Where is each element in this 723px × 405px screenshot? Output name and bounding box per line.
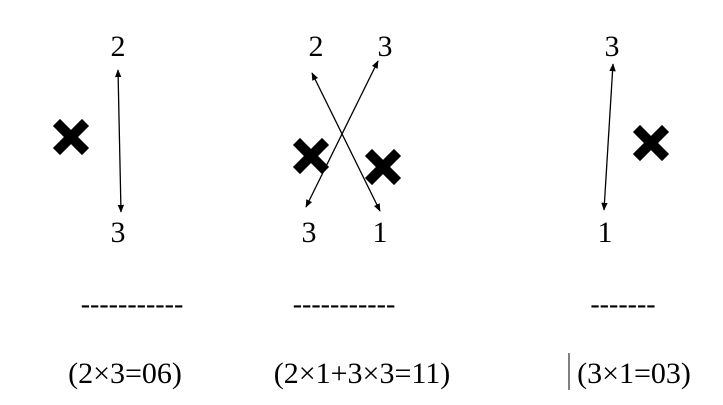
group-3-separator: ------- [590, 289, 655, 320]
cross-mark-icon [640, 132, 662, 154]
group-2-separator: ----------- [293, 289, 396, 320]
group-1: 2 3 ----------- (2×3=06) [60, 30, 183, 390]
group-1-separator: ----------- [81, 289, 184, 320]
group-3-equation: (3×1=03) [577, 357, 691, 390]
group-3-vertical-arrow [601, 63, 616, 211]
group-3-bottom-digit: 1 [598, 216, 613, 249]
cross-mark-icon [60, 126, 82, 148]
group-2-top-digit-right: 3 [378, 30, 393, 63]
cross-mark-icon [372, 156, 394, 178]
group-1-equation: (2×3=06) [68, 357, 182, 390]
group-1-top-digit: 2 [111, 30, 126, 63]
group-2: 2 3 3 1 ----------- (2×1+3×3=11) [274, 30, 451, 390]
cross-mark-icon [300, 145, 322, 167]
group-2-top-digit-left: 2 [309, 30, 324, 63]
group-2-bottom-digit-right: 1 [373, 216, 388, 249]
group-1-vertical-arrow [114, 69, 125, 213]
group-3-top-digit: 3 [605, 30, 620, 63]
group-2-bottom-digit-left: 3 [302, 216, 317, 249]
group-3: 3 1 ------- (3×1=03) [568, 30, 691, 390]
group-2-diagonal-arrow-b [305, 60, 379, 208]
group-1-bottom-digit: 3 [111, 216, 126, 249]
group-2-equation: (2×1+3×3=11) [274, 357, 451, 390]
